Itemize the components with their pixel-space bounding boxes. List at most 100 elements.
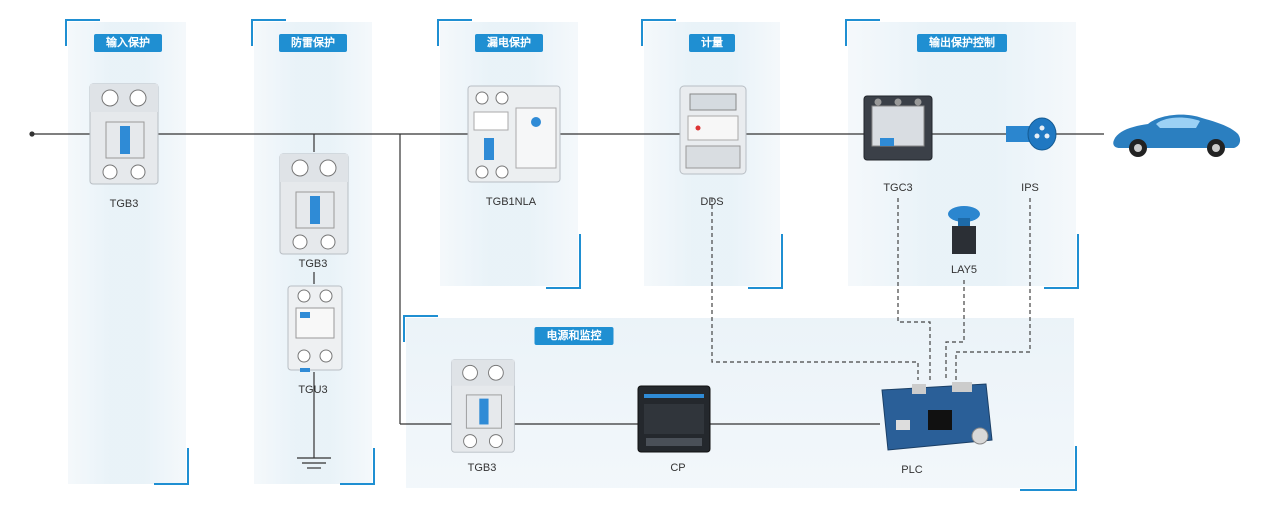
blue-tag xyxy=(880,138,894,146)
terminal xyxy=(488,364,504,381)
surge-breaker-label: TGB3 xyxy=(298,258,328,270)
terminal xyxy=(475,165,489,179)
led xyxy=(695,125,701,131)
connector-icon xyxy=(1006,117,1057,151)
tab-output-control: 输出保护控制 xyxy=(917,34,1007,52)
bracket xyxy=(1020,446,1077,491)
plc-board-icon xyxy=(881,382,993,451)
connector-label: IPS xyxy=(1021,182,1039,194)
panel-corner-brackets xyxy=(65,19,1079,491)
handle-area xyxy=(295,191,335,229)
battery xyxy=(971,427,989,445)
breaker-icon xyxy=(279,153,349,255)
energy-meter-icon xyxy=(679,85,747,175)
bracket xyxy=(845,19,880,46)
terminal xyxy=(297,349,311,363)
plc-label: PLC xyxy=(901,464,923,476)
bracket xyxy=(641,19,676,46)
mushroom-cap xyxy=(948,206,980,222)
car-body xyxy=(1113,114,1241,148)
test-button xyxy=(531,117,541,127)
terminal xyxy=(129,89,147,107)
contactor-label: TGC3 xyxy=(883,182,913,194)
port xyxy=(912,384,926,394)
power-supply-icon xyxy=(637,385,711,453)
foot xyxy=(300,368,310,372)
terminal xyxy=(320,234,336,250)
top-terminals xyxy=(90,84,158,112)
dds-signal xyxy=(711,198,919,380)
terminal xyxy=(874,98,882,106)
indicator xyxy=(300,312,310,318)
bracket xyxy=(546,234,581,289)
wheel-rim xyxy=(1134,144,1142,152)
rcbo-label: TGB1NLA xyxy=(485,196,537,208)
bracket xyxy=(251,19,286,46)
breaker-icon xyxy=(451,359,515,453)
top-terminals xyxy=(280,154,348,182)
terminal xyxy=(894,98,902,106)
pin xyxy=(1044,133,1050,139)
front-face xyxy=(871,105,925,147)
input-breaker-label: TGB3 xyxy=(109,198,139,210)
windshield xyxy=(1156,117,1200,128)
terminal xyxy=(475,91,489,105)
top-terminals xyxy=(451,359,515,386)
breaker-icon xyxy=(89,83,159,185)
monitor-breaker-label: TGB3 xyxy=(467,462,497,474)
tab-input-protection: 输入保护 xyxy=(94,34,162,52)
terminal xyxy=(291,159,309,177)
wheel-rim xyxy=(1212,144,1220,152)
bracket xyxy=(437,19,472,46)
terminal xyxy=(495,91,509,105)
port xyxy=(952,382,972,392)
power-supply-label: CP xyxy=(670,462,686,474)
tab-power-monitoring: 电源和监控 xyxy=(534,327,614,345)
toggle xyxy=(120,126,130,154)
terminal xyxy=(489,434,503,448)
socket-face xyxy=(1027,117,1057,151)
rcbo-icon xyxy=(467,85,561,183)
toggle xyxy=(479,398,489,425)
terminal xyxy=(319,289,333,303)
toggle xyxy=(484,138,494,160)
handle-area xyxy=(105,121,145,159)
toggle xyxy=(310,196,320,224)
terminal xyxy=(463,434,477,448)
pin xyxy=(1034,133,1040,139)
bracket xyxy=(748,234,783,289)
terminal xyxy=(130,164,146,180)
neck xyxy=(958,218,970,226)
pin xyxy=(1039,125,1045,131)
terminal xyxy=(297,289,311,303)
terminal xyxy=(292,234,308,250)
terminal-row xyxy=(646,438,702,446)
tab-leakage-protection: 漏电保护 xyxy=(475,34,543,52)
terminal xyxy=(462,364,478,381)
chip xyxy=(928,410,952,430)
contactor-icon xyxy=(863,95,933,161)
ips-signal xyxy=(955,198,1031,380)
heatsink xyxy=(644,404,704,434)
component xyxy=(896,420,910,430)
surge-protector-icon xyxy=(287,285,343,372)
terminal xyxy=(914,98,922,106)
terminal-block xyxy=(685,145,741,169)
terminal xyxy=(495,165,509,179)
bracket xyxy=(403,315,438,342)
bracket xyxy=(1044,234,1079,289)
handle-area xyxy=(465,394,502,429)
terminal xyxy=(101,89,119,107)
blue-strip xyxy=(644,394,704,398)
tab-lightning-protection: 防雷保护 xyxy=(279,34,347,52)
tab-metering: 计量 xyxy=(689,34,735,52)
terminal xyxy=(102,164,118,180)
display xyxy=(689,93,737,111)
emergency-button-icon xyxy=(948,206,980,254)
bracket xyxy=(65,19,100,46)
tgc3-signal xyxy=(897,198,931,380)
surge-protector-label: TGU3 xyxy=(298,384,328,396)
nameplate xyxy=(473,111,509,131)
bracket xyxy=(154,448,189,485)
